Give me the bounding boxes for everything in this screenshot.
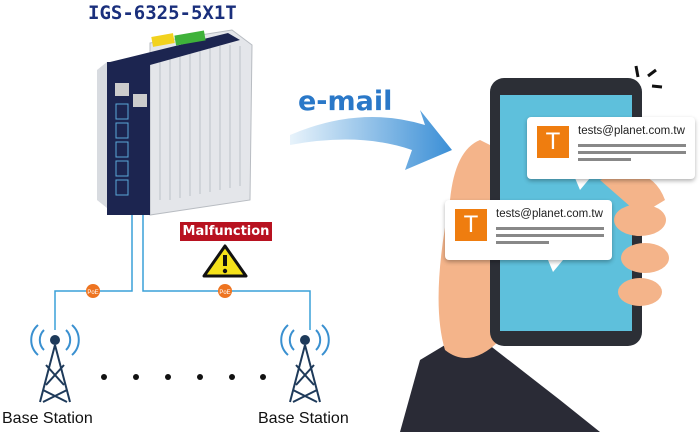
malfunction-badge: Malfunction bbox=[180, 222, 272, 241]
switch-device-icon bbox=[97, 29, 253, 216]
base-station-tower-icon bbox=[30, 324, 80, 403]
sender-avatar: T bbox=[455, 209, 487, 241]
svg-text:PoE: PoE bbox=[87, 290, 98, 296]
sender-address: tests@planet.com.tw bbox=[578, 125, 685, 137]
email-notification[interactable]: T tests@planet.com.tw bbox=[527, 117, 695, 179]
arrow-icon bbox=[290, 110, 452, 170]
svg-text:PoE: PoE bbox=[219, 290, 230, 296]
email-notification[interactable]: T tests@planet.com.tw bbox=[445, 200, 612, 260]
base-station-label: Base Station bbox=[2, 410, 93, 427]
email-label: e-mail bbox=[298, 86, 393, 117]
device-title: IGS-6325-5X1T bbox=[88, 2, 237, 24]
fingers bbox=[600, 173, 669, 306]
ellipsis-dots bbox=[101, 374, 266, 380]
sender-avatar: T bbox=[537, 126, 569, 158]
poe-icon: PoE bbox=[218, 284, 232, 298]
notification-signal-icon bbox=[634, 65, 663, 89]
warning-icon bbox=[202, 244, 248, 278]
base-station-label: Base Station bbox=[258, 410, 349, 427]
sender-address: tests@planet.com.tw bbox=[496, 208, 603, 220]
poe-icon: PoE bbox=[86, 284, 100, 298]
base-station-tower-icon bbox=[280, 324, 330, 403]
sleeve bbox=[400, 330, 600, 432]
